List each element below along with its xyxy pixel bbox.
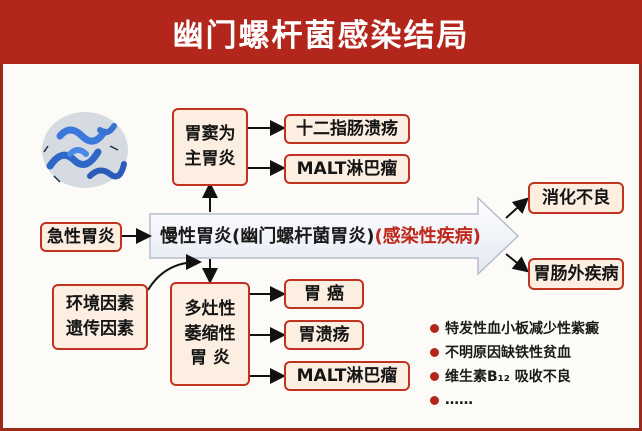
acute-gastritis-text: 急性胃炎 xyxy=(47,226,115,247)
gastric-cancer-text: 胃 癌 xyxy=(304,283,344,304)
list-item-text: 不明原因缺铁性贫血 xyxy=(445,345,571,361)
list-item-text: 维生素B₁₂ 吸收不良 xyxy=(445,369,571,385)
atrophic-gastritis-line-3: 胃 炎 xyxy=(190,348,230,369)
gastric-ulcer-box: 胃溃疡 xyxy=(284,320,364,350)
extragastric-disease-list: 特发性血小板减少性紫癜 不明原因缺铁性贫血 维生素B₁₂ 吸收不良 …… xyxy=(430,316,599,412)
environment-factor-text: 环境因素 xyxy=(66,294,134,315)
dyspepsia-text: 消化不良 xyxy=(542,187,610,208)
duodenal-ulcer-text: 十二指肠溃疡 xyxy=(296,118,398,139)
gastric-cancer-box: 胃 癌 xyxy=(284,279,364,309)
list-item-text: …… xyxy=(445,392,473,408)
risk-factors-box: 环境因素 遗传因素 xyxy=(52,284,148,350)
page-title: 幽门螺杆菌感染结局 xyxy=(0,0,642,64)
list-item-text: 特发性血小板减少性紫癜 xyxy=(445,321,599,337)
acute-gastritis-box: 急性胃炎 xyxy=(40,222,122,252)
malt-lymphoma-top-box: MALT淋巴瘤 xyxy=(284,154,410,184)
bullet-icon xyxy=(430,395,439,405)
antrum-gastritis-line-2: 主胃炎 xyxy=(184,149,236,169)
duodenal-ulcer-box: 十二指肠溃疡 xyxy=(284,114,410,144)
bullet-icon xyxy=(430,371,439,381)
dyspepsia-box: 消化不良 xyxy=(528,182,624,214)
antrum-gastritis-line-1: 胃窦为 xyxy=(184,124,236,145)
list-item: 维生素B₁₂ 吸收不良 xyxy=(430,364,599,388)
list-item: …… xyxy=(430,388,599,412)
antrum-gastritis-box: 胃窦为 主胃炎 xyxy=(172,108,248,186)
atrophic-gastritis-line-2: 萎缩性 xyxy=(184,323,236,344)
gastric-ulcer-text: 胃溃疡 xyxy=(298,324,350,345)
genetic-factor-text: 遗传因素 xyxy=(66,319,134,339)
main-arrow-shape xyxy=(149,196,520,276)
malt-lymphoma-top-text: MALT淋巴瘤 xyxy=(296,158,398,179)
chronic-gastritis-text: 慢性胃炎(幽门螺杆菌胃炎) xyxy=(160,226,375,247)
extragastric-disease-text: 胃肠外疾病 xyxy=(533,263,619,284)
list-item: 特发性血小板减少性紫癜 xyxy=(430,316,599,340)
list-item: 不明原因缺铁性贫血 xyxy=(430,340,599,364)
chronic-gastritis-label: 慢性胃炎(幽门螺杆菌胃炎)(感染性疾病) xyxy=(160,222,481,248)
bullet-icon xyxy=(430,323,439,333)
extragastric-disease-box: 胃肠外疾病 xyxy=(528,258,624,290)
atrophic-gastritis-line-1: 多灶性 xyxy=(184,299,236,320)
malt-lymphoma-bottom-box: MALT淋巴瘤 xyxy=(284,361,410,391)
atrophic-gastritis-box: 多灶性 萎缩性 胃 炎 xyxy=(170,282,250,386)
malt-lymphoma-bottom-text: MALT淋巴瘤 xyxy=(296,365,398,386)
infectious-disease-text: (感染性疾病) xyxy=(374,226,481,247)
bacteria-illustration xyxy=(42,112,128,188)
bullet-icon xyxy=(430,347,439,357)
